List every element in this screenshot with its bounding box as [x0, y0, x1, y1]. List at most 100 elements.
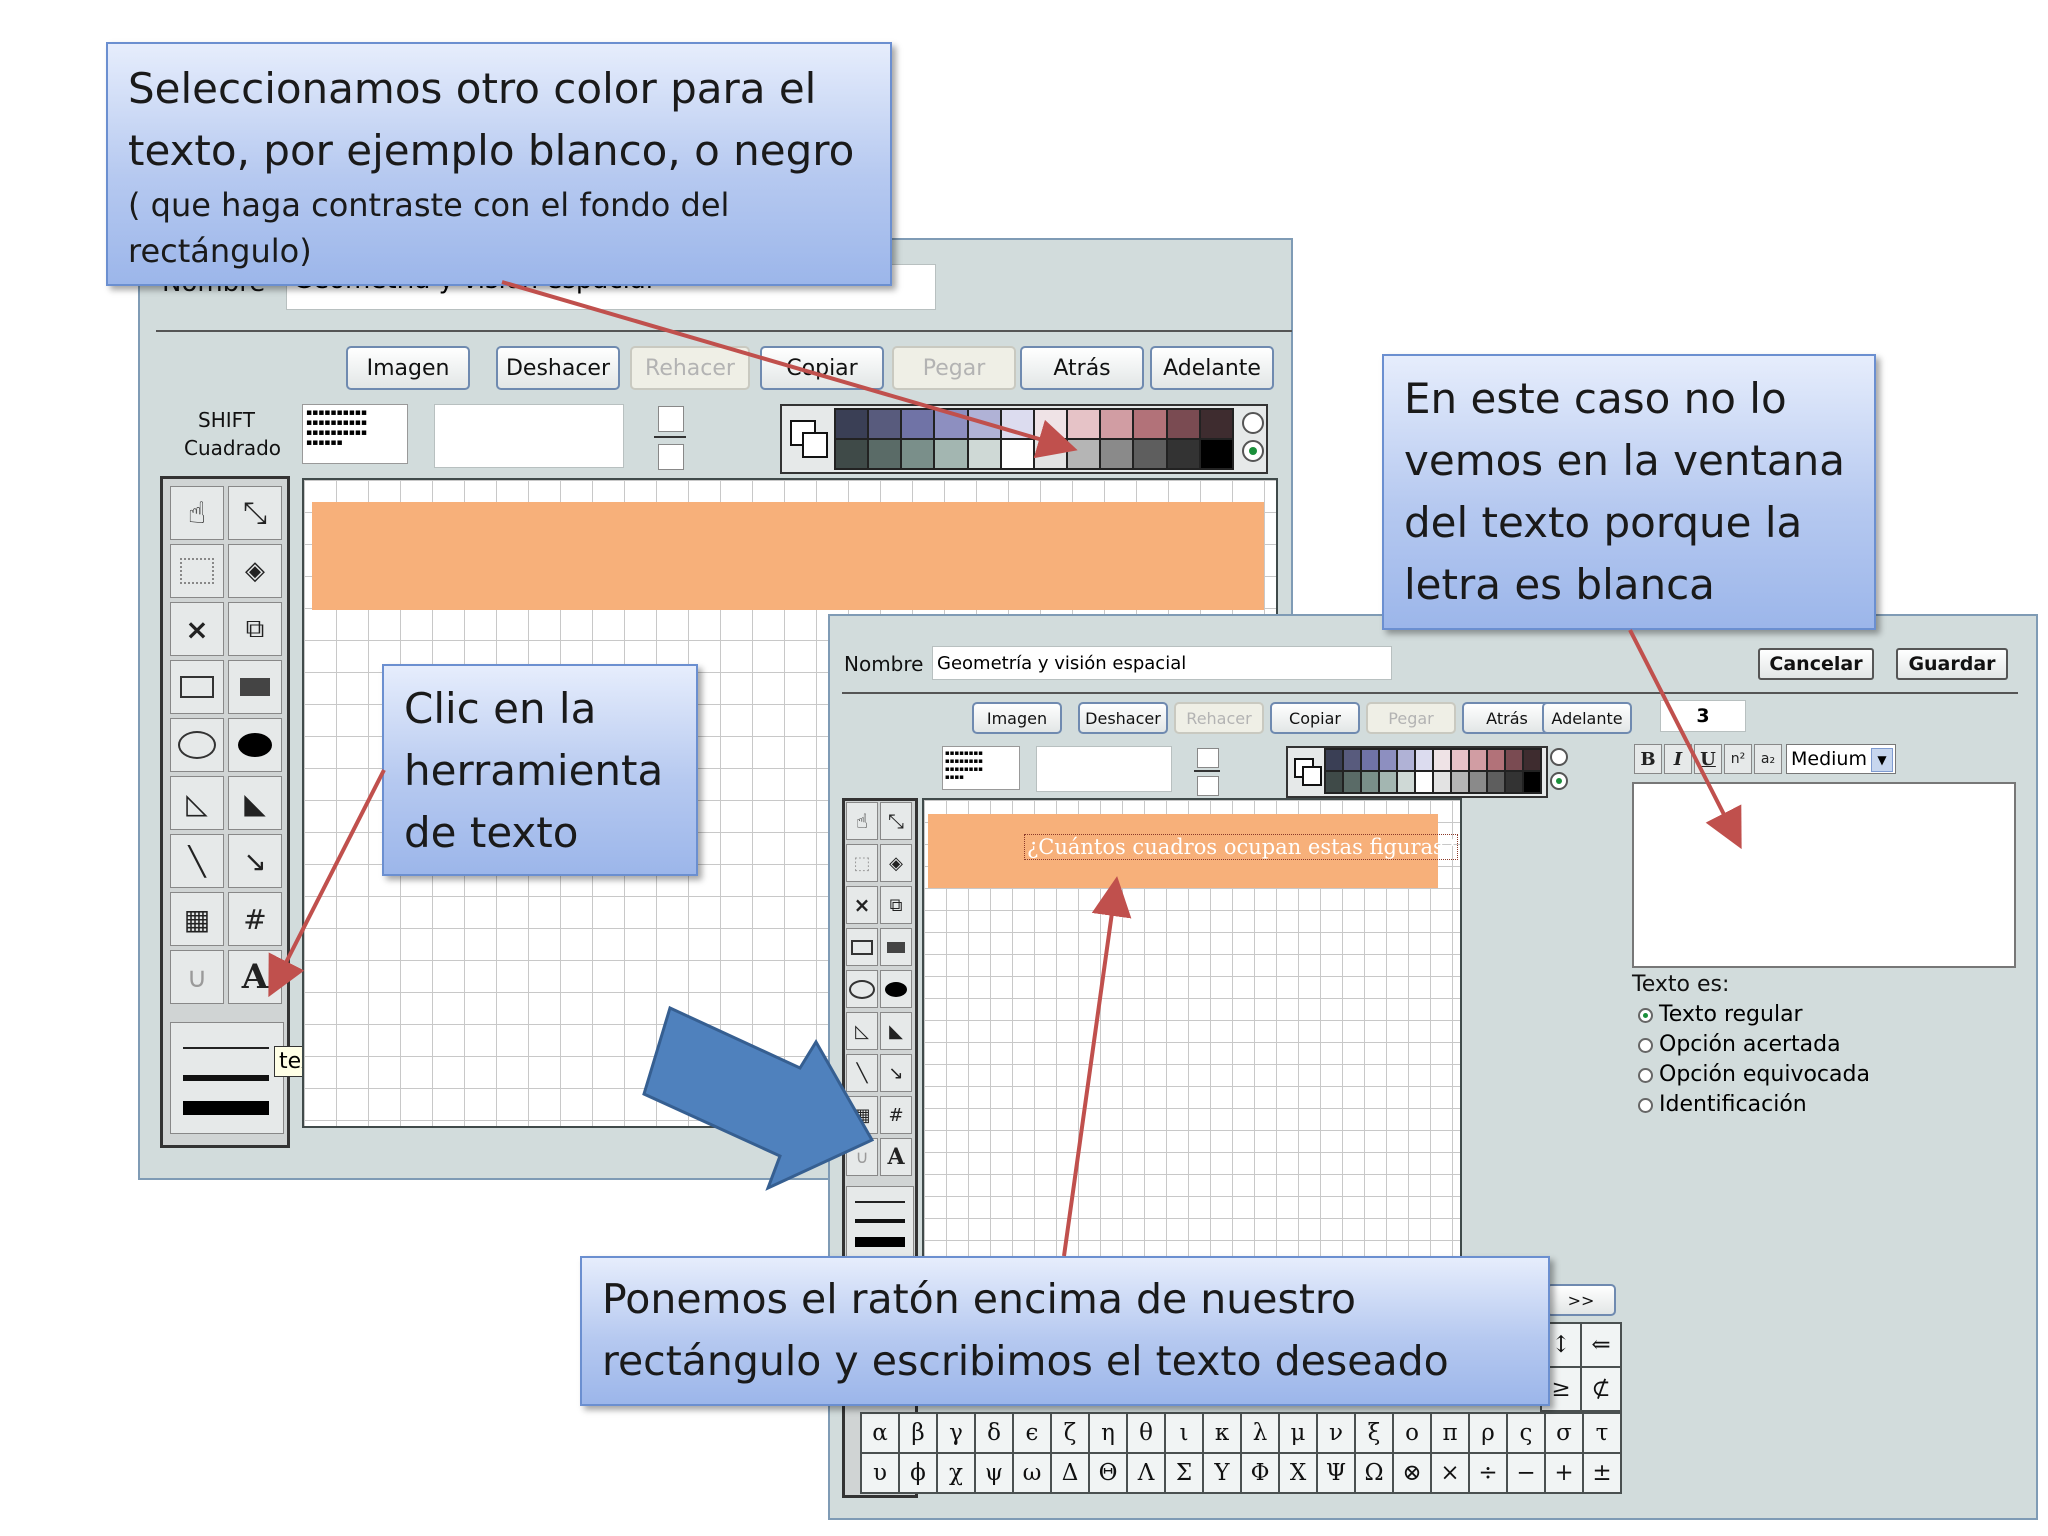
delete-tool[interactable]: ×: [170, 602, 224, 656]
superscript-button[interactable]: n²: [1724, 744, 1752, 774]
symbol-key[interactable]: Λ: [1128, 1454, 1164, 1492]
line-tool[interactable]: ╲: [170, 834, 224, 888]
symbol-key[interactable]: π: [1432, 1414, 1468, 1452]
fill-bucket-tool[interactable]: ◈: [880, 844, 912, 882]
fraction-icon[interactable]: [1194, 748, 1220, 796]
arrow-tool[interactable]: ↘: [880, 1054, 912, 1092]
symbol-key[interactable]: ι: [1166, 1414, 1202, 1452]
radio-opcion-equivocada[interactable]: Opción equivocada: [1638, 1060, 1870, 1090]
symbol-key[interactable]: Ψ: [1318, 1454, 1354, 1492]
side-symbol-grid[interactable]: ↕ ⇐ ≥ ⊄: [1540, 1322, 1622, 1412]
duplicate-tool[interactable]: ⧉: [880, 886, 912, 924]
canvas-text-box[interactable]: ¿Cuántos cuadros ocupan estas figuras?: [1024, 834, 1459, 860]
ellipse-tool[interactable]: [170, 718, 224, 772]
symbol-key[interactable]: υ: [862, 1454, 898, 1492]
redo-button[interactable]: Rehacer: [630, 346, 750, 390]
symbol-key[interactable]: λ: [1242, 1414, 1278, 1452]
back-button[interactable]: Atrás: [1020, 346, 1144, 390]
symbol-key[interactable]: ψ: [976, 1454, 1012, 1492]
subscript-button[interactable]: a₂: [1754, 744, 1782, 774]
copy-button[interactable]: Copiar: [760, 346, 884, 390]
paste-button[interactable]: Pegar: [1366, 702, 1456, 734]
rectangle-tool[interactable]: [846, 928, 878, 966]
triangle-tool[interactable]: ◺: [170, 776, 224, 830]
text-tool[interactable]: A: [880, 1138, 912, 1176]
symbol-key[interactable]: ⊗: [1394, 1454, 1430, 1492]
symbol-key[interactable]: ÷: [1470, 1454, 1506, 1492]
stroke-radio[interactable]: [1550, 748, 1568, 766]
line-width-selector[interactable]: [170, 1022, 284, 1134]
font-size-field[interactable]: 3: [1660, 700, 1746, 732]
symbol-key[interactable]: Σ: [1166, 1454, 1202, 1492]
symbol-key[interactable]: γ: [938, 1414, 974, 1452]
forward-button[interactable]: Adelante: [1150, 346, 1274, 390]
duplicate-tool[interactable]: ⧉: [228, 602, 282, 656]
orange-rectangle[interactable]: [312, 502, 1264, 610]
hand-tool[interactable]: ☝: [170, 486, 224, 540]
greek-symbol-grid[interactable]: α β γ δ ϵ ζ η θ ι κ λ μ ν ξ ο π ρ ς σ τ …: [860, 1412, 1622, 1494]
symbol-key[interactable]: θ: [1128, 1414, 1164, 1452]
delete-tool[interactable]: ×: [846, 886, 878, 924]
bold-button[interactable]: B: [1634, 744, 1662, 774]
symbol-key[interactable]: μ: [1280, 1414, 1316, 1452]
copy-button[interactable]: Copiar: [1270, 702, 1360, 734]
symbol-key[interactable]: ω: [1014, 1454, 1050, 1492]
filled-ellipse-tool[interactable]: [228, 718, 282, 772]
curve-tool[interactable]: ∪: [170, 950, 224, 1004]
color-palette[interactable]: [834, 408, 1234, 470]
forward-button[interactable]: Adelante: [1542, 702, 1632, 734]
symbol-key[interactable]: σ: [1546, 1414, 1582, 1452]
symbol-key[interactable]: χ: [938, 1454, 974, 1492]
color-palette[interactable]: [1324, 748, 1542, 794]
underline-button[interactable]: U: [1694, 744, 1722, 774]
symbol-key[interactable]: ±: [1584, 1454, 1620, 1492]
symbol-key[interactable]: Χ: [1280, 1454, 1316, 1492]
back-button[interactable]: Atrás: [1462, 702, 1552, 734]
filled-triangle-tool[interactable]: ◣: [880, 1012, 912, 1050]
fill-radio[interactable]: [1550, 772, 1568, 790]
symbol-key[interactable]: ς: [1508, 1414, 1544, 1452]
symbol-key[interactable]: ρ: [1470, 1414, 1506, 1452]
filled-rectangle-tool[interactable]: [880, 928, 912, 966]
paste-button[interactable]: Pegar: [892, 346, 1016, 390]
symbol-key[interactable]: ×: [1432, 1454, 1468, 1492]
text-edit-area[interactable]: [1632, 782, 2016, 968]
symbol-key[interactable]: ⊄: [1582, 1368, 1620, 1410]
symbol-key[interactable]: Υ: [1204, 1454, 1240, 1492]
filled-rectangle-tool[interactable]: [228, 660, 282, 714]
stroke-radio[interactable]: [1242, 412, 1264, 434]
resize-tool[interactable]: ⤡: [228, 486, 282, 540]
symbol-key[interactable]: ν: [1318, 1414, 1354, 1452]
undo-button[interactable]: Deshacer: [1078, 702, 1168, 734]
symbol-key[interactable]: ο: [1394, 1414, 1430, 1452]
symbol-key[interactable]: ϵ: [1014, 1414, 1050, 1452]
save-button[interactable]: Guardar: [1896, 648, 2008, 680]
hand-tool[interactable]: ☝: [846, 802, 878, 840]
line-tool[interactable]: ╲: [846, 1054, 878, 1092]
symbol-key[interactable]: κ: [1204, 1414, 1240, 1452]
radio-identificacion[interactable]: Identificación: [1638, 1090, 1870, 1120]
table-tool[interactable]: ▦: [846, 1096, 878, 1134]
text-tool[interactable]: A: [228, 950, 282, 1004]
fill-radio[interactable]: [1242, 440, 1264, 462]
symbol-key[interactable]: Ω: [1356, 1454, 1392, 1492]
symbol-key[interactable]: +: [1546, 1454, 1582, 1492]
filled-triangle-tool[interactable]: ◣: [228, 776, 282, 830]
undo-button[interactable]: Deshacer: [496, 346, 620, 390]
table-tool[interactable]: ▦: [170, 892, 224, 946]
expand-symbols-button[interactable]: >>: [1546, 1284, 1616, 1316]
radio-texto-regular[interactable]: Texto regular: [1638, 1000, 1870, 1030]
symbol-key[interactable]: η: [1090, 1414, 1126, 1452]
line-width-selector[interactable]: [846, 1186, 914, 1268]
symbol-key[interactable]: Φ: [1242, 1454, 1278, 1492]
name-field[interactable]: Geometría y visión espacial: [932, 646, 1392, 680]
rectangle-tool[interactable]: [170, 660, 224, 714]
symbol-key[interactable]: ⇐: [1582, 1324, 1620, 1366]
size-select[interactable]: Medium ▼: [1786, 744, 1896, 774]
image-button[interactable]: Imagen: [972, 702, 1062, 734]
select-tool[interactable]: ⬚: [846, 844, 878, 882]
symbol-key[interactable]: δ: [976, 1414, 1012, 1452]
fraction-icon[interactable]: [654, 406, 686, 470]
select-tool[interactable]: [170, 544, 224, 598]
fill-stroke-icon[interactable]: [1294, 758, 1322, 786]
